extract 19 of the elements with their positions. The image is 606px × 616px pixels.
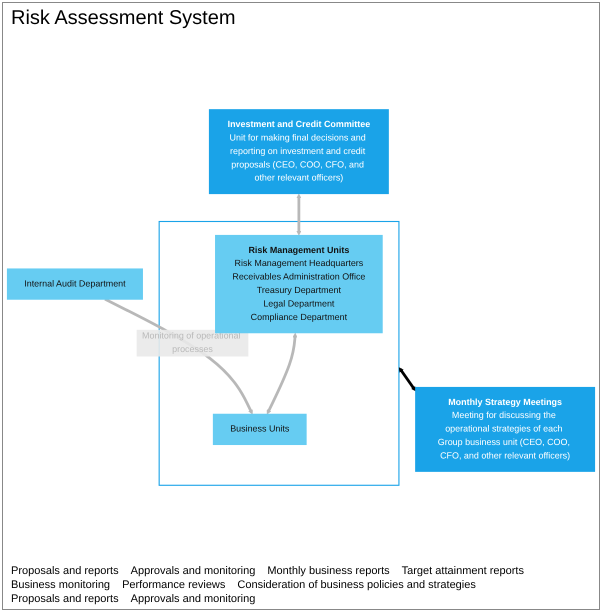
arrow [296, 194, 302, 236]
arrow [104, 298, 253, 415]
node-box: Business Units [212, 414, 307, 446]
arrow [398, 367, 416, 392]
node-box: Risk Management Units Risk Management Headquarters Receivables Administration Office Treasury Department Legal Department Compliance Department [215, 234, 383, 334]
diagram-title: Risk Assessment System [11, 7, 237, 30]
arrow-note: Proposals and reports [11, 565, 119, 577]
arrow-note: Proposals and reports [11, 593, 119, 605]
node-box: Investment and Credit Committee Unit for making final decisions and reporting on investment and credit proposals (CEO, COO, CFO, and other relevant officers) [208, 109, 389, 194]
node-box: Internal Audit Department [6, 268, 143, 300]
arrow-note: Approvals and monitoring [130, 565, 256, 577]
arrow-note: Target attainment reports [402, 565, 524, 577]
arrow-note: Monthly business reports [267, 565, 390, 577]
arrow-note: Business monitoring [11, 579, 110, 591]
arrow-note: Performance reviews [122, 579, 226, 591]
arrow [266, 332, 298, 415]
node-box: Monthly Strategy Meetings Meeting for discussing the operational strategies of each Group business unit (CEO, COO, CFO, and other relevant officers) [415, 386, 596, 472]
arrow-note: Approvals and monitoring [130, 593, 256, 605]
arrow-note: Consideration of business policies and strategies [237, 579, 476, 591]
